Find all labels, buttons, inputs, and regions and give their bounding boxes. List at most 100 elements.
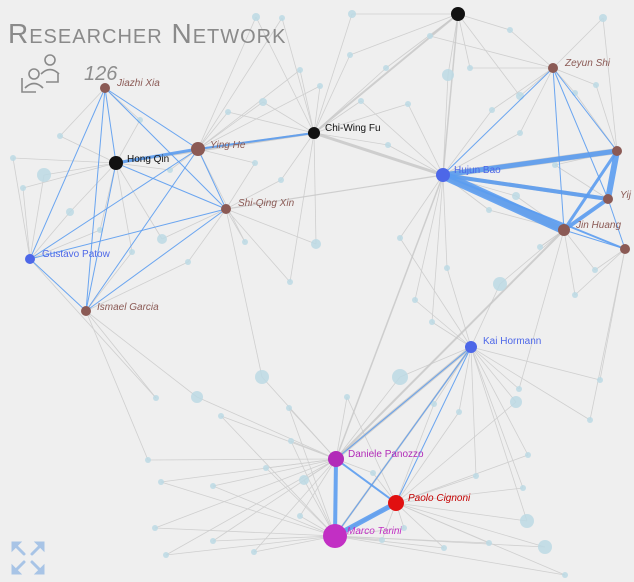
background-node[interactable] [288, 438, 294, 444]
background-node[interactable] [225, 109, 231, 115]
background-node[interactable] [66, 208, 74, 216]
researcher-node-ying-he[interactable] [191, 142, 205, 156]
researcher-label-jin-huang[interactable]: Jin Huang [575, 220, 621, 231]
background-node[interactable] [392, 369, 408, 385]
background-node[interactable] [157, 234, 167, 244]
background-node[interactable] [537, 244, 543, 250]
background-node[interactable] [486, 540, 492, 546]
background-node[interactable] [507, 27, 513, 33]
background-node[interactable] [129, 249, 135, 255]
background-node[interactable] [255, 370, 269, 384]
researcher-node-hong-qin[interactable] [109, 156, 123, 170]
background-node[interactable] [538, 540, 552, 554]
background-node[interactable] [520, 514, 534, 528]
researcher-label-chi-wing-fu[interactable]: Chi-Wing Fu [325, 123, 381, 134]
researcher-node-right-bottom[interactable] [620, 244, 630, 254]
researcher-node-jin-huang[interactable] [558, 224, 570, 236]
background-node[interactable] [358, 98, 364, 104]
background-node[interactable] [512, 192, 520, 200]
researcher-label-ying-he[interactable]: Ying He [210, 140, 246, 151]
background-node[interactable] [259, 98, 267, 106]
background-node[interactable] [242, 239, 248, 245]
background-node[interactable] [441, 545, 447, 551]
researcher-node-hujun-bao[interactable] [436, 168, 450, 182]
background-node[interactable] [287, 279, 293, 285]
background-node[interactable] [191, 391, 203, 403]
background-node[interactable] [10, 155, 16, 161]
researcher-label-marco-tarini[interactable]: Marco Tarini [347, 526, 402, 537]
researcher-node-ismael-garcia[interactable] [81, 306, 91, 316]
background-node[interactable] [297, 67, 303, 73]
researcher-label-ismael-garcia[interactable]: Ismael Garcia [97, 302, 159, 313]
background-node[interactable] [263, 465, 269, 471]
background-node[interactable] [278, 177, 284, 183]
background-node[interactable] [145, 457, 151, 463]
background-node[interactable] [251, 549, 257, 555]
researcher-node-shi-qing-xin[interactable] [221, 204, 231, 214]
background-node[interactable] [344, 394, 350, 400]
background-node[interactable] [552, 162, 558, 168]
background-node[interactable] [152, 525, 158, 531]
background-node[interactable] [493, 277, 507, 291]
background-node[interactable] [348, 10, 356, 18]
background-node[interactable] [163, 552, 169, 558]
background-node[interactable] [397, 235, 403, 241]
researcher-node-marco-tarini[interactable] [323, 524, 347, 548]
researcher-label-gustavo-patow[interactable]: Gustavo Patow [42, 249, 111, 260]
background-node[interactable] [383, 65, 389, 71]
background-node[interactable] [401, 525, 407, 531]
background-node[interactable] [587, 417, 593, 423]
researcher-node-chi-wing-fu[interactable] [308, 127, 320, 139]
background-node[interactable] [57, 133, 63, 139]
researcher-node-right-top[interactable] [612, 146, 622, 156]
background-node[interactable] [473, 473, 479, 479]
researcher-node-gustavo-patow[interactable] [25, 254, 35, 264]
background-node[interactable] [347, 52, 353, 58]
researcher-label-zeyun-shi[interactable]: Zeyun Shi [564, 58, 611, 69]
background-node[interactable] [20, 185, 26, 191]
background-node[interactable] [210, 538, 216, 544]
background-node[interactable] [405, 101, 411, 107]
background-node[interactable] [97, 227, 103, 233]
background-node[interactable] [520, 485, 526, 491]
background-node[interactable] [592, 267, 598, 273]
background-node[interactable] [444, 265, 450, 271]
background-node[interactable] [431, 401, 437, 407]
background-node[interactable] [412, 297, 418, 303]
expand-arrows-icon[interactable] [10, 540, 46, 576]
background-node[interactable] [442, 69, 454, 81]
background-node[interactable] [297, 513, 303, 519]
researcher-label-hong-qin[interactable]: Hong Qin [127, 154, 169, 165]
background-node[interactable] [517, 130, 523, 136]
background-node[interactable] [516, 386, 522, 392]
researcher-node-kai-hormann[interactable] [465, 341, 477, 353]
background-node[interactable] [385, 142, 391, 148]
researcher-label-paolo-cignoni[interactable]: Paolo Cignoni [408, 493, 471, 504]
researcher-node-zeyun-shi[interactable] [548, 63, 558, 73]
background-node[interactable] [370, 470, 376, 476]
researcher-label-daniele-panozzo[interactable]: Daniele Panozzo [348, 449, 424, 460]
researcher-label-hujun-bao[interactable]: Hujun Bao [454, 165, 501, 176]
background-node[interactable] [252, 13, 260, 21]
background-node[interactable] [572, 292, 578, 298]
background-node[interactable] [456, 409, 462, 415]
background-node[interactable] [317, 83, 323, 89]
background-node[interactable] [429, 319, 435, 325]
background-node[interactable] [489, 107, 495, 113]
background-node[interactable] [286, 405, 292, 411]
background-node[interactable] [486, 207, 492, 213]
researcher-label-shi-qing-xin[interactable]: Shi-Qing Xin [238, 198, 295, 209]
researcher-node-paolo-cignoni[interactable] [388, 495, 404, 511]
background-node[interactable] [311, 239, 321, 249]
background-node[interactable] [153, 395, 159, 401]
background-node[interactable] [252, 160, 258, 166]
background-node[interactable] [137, 117, 143, 123]
background-node[interactable] [427, 33, 433, 39]
background-node[interactable] [185, 259, 191, 265]
researcher-label-kai-hormann[interactable]: Kai Hormann [483, 336, 541, 347]
researcher-node-top-black[interactable] [451, 7, 465, 21]
background-node[interactable] [279, 15, 285, 21]
researcher-label-yij[interactable]: Yij [620, 190, 632, 201]
researcher-node-jiazhi-xia[interactable] [100, 83, 110, 93]
